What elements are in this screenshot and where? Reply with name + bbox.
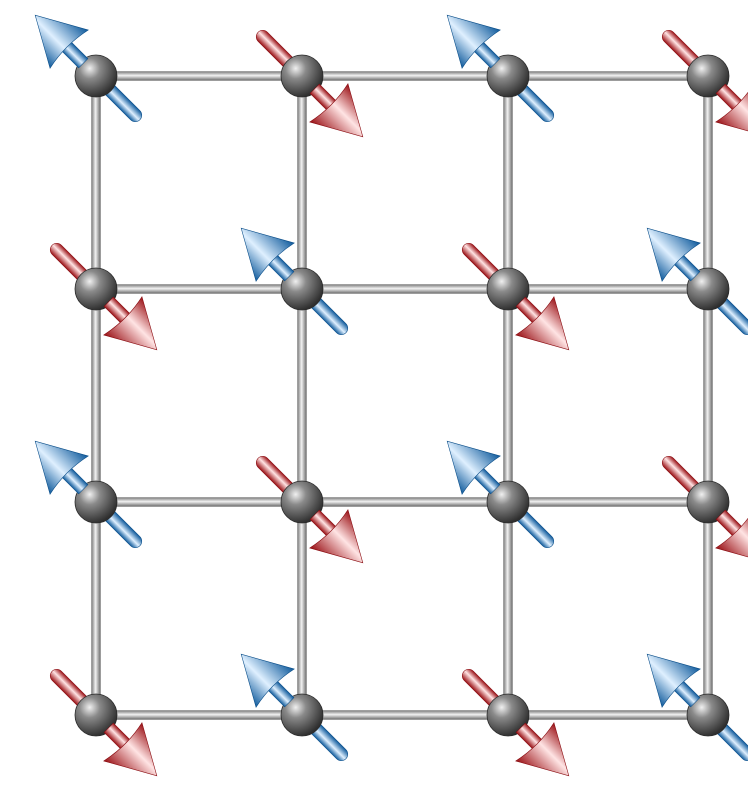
bond-vertical xyxy=(92,289,101,502)
bond-horizontal xyxy=(302,72,508,81)
bond-horizontal xyxy=(508,711,708,720)
bond-horizontal xyxy=(96,711,302,720)
bond-horizontal xyxy=(302,498,508,507)
bond-horizontal xyxy=(96,72,302,81)
bond-vertical xyxy=(298,502,307,715)
bond-horizontal xyxy=(302,285,508,294)
bond-horizontal xyxy=(302,711,508,720)
bond-vertical xyxy=(704,289,713,502)
atoms-layer xyxy=(75,55,729,736)
bond-horizontal xyxy=(96,285,302,294)
bond-vertical xyxy=(298,76,307,289)
bond-horizontal xyxy=(96,498,302,507)
bond-vertical xyxy=(298,289,307,502)
bond-horizontal xyxy=(508,72,708,81)
arrow-tails-layer xyxy=(48,28,748,764)
bond-horizontal xyxy=(508,285,708,294)
bonds-layer xyxy=(92,72,713,720)
bond-vertical xyxy=(504,289,513,502)
bond-vertical xyxy=(704,76,713,289)
bond-vertical xyxy=(504,502,513,715)
bond-vertical xyxy=(92,502,101,715)
bond-horizontal xyxy=(508,498,708,507)
arrow-heads-layer xyxy=(16,0,748,788)
bond-vertical xyxy=(92,76,101,289)
bond-vertical xyxy=(704,502,713,715)
bond-vertical xyxy=(504,76,513,289)
